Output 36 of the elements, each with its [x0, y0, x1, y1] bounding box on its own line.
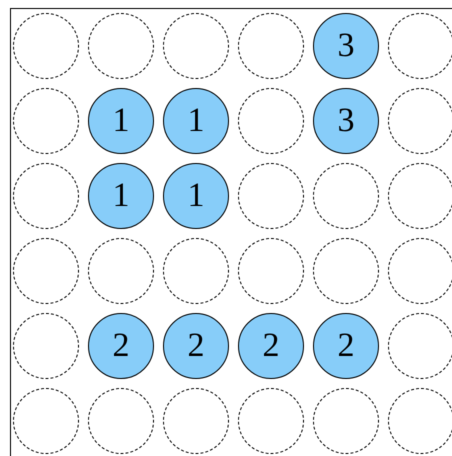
- empty-slot: [13, 238, 79, 304]
- empty-slot: [13, 313, 79, 379]
- number: 2: [188, 329, 204, 363]
- number: 1: [112, 179, 130, 213]
- empty-slot: [13, 88, 79, 154]
- empty-slot: [388, 238, 452, 304]
- empty-slot: [13, 163, 79, 229]
- empty-slot: [388, 388, 452, 454]
- empty-slot: [388, 88, 452, 154]
- number: 2: [262, 329, 280, 363]
- empty-slot: [163, 13, 229, 79]
- empty-slot: [313, 163, 379, 229]
- number: 1: [188, 104, 204, 138]
- empty-slot: [13, 388, 79, 454]
- empty-slot: [238, 238, 304, 304]
- number: 1: [188, 179, 204, 213]
- empty-slot: [13, 13, 79, 79]
- empty-slot: [313, 388, 379, 454]
- empty-slot: [163, 238, 229, 304]
- empty-slot: [238, 13, 304, 79]
- number: 2: [338, 329, 354, 363]
- empty-slot: [88, 238, 154, 304]
- empty-slot: [388, 163, 452, 229]
- empty-slot: [238, 163, 304, 229]
- empty-slot: [388, 13, 452, 79]
- number: 3: [338, 104, 354, 138]
- empty-slot: [88, 388, 154, 454]
- empty-slot: [88, 13, 154, 79]
- number: 2: [112, 329, 130, 363]
- number: 3: [338, 29, 354, 63]
- empty-slot: [163, 388, 229, 454]
- empty-slot: [238, 388, 304, 454]
- empty-slot: [313, 238, 379, 304]
- empty-slot: [388, 313, 452, 379]
- number: 1: [112, 104, 130, 138]
- empty-slot: [238, 88, 304, 154]
